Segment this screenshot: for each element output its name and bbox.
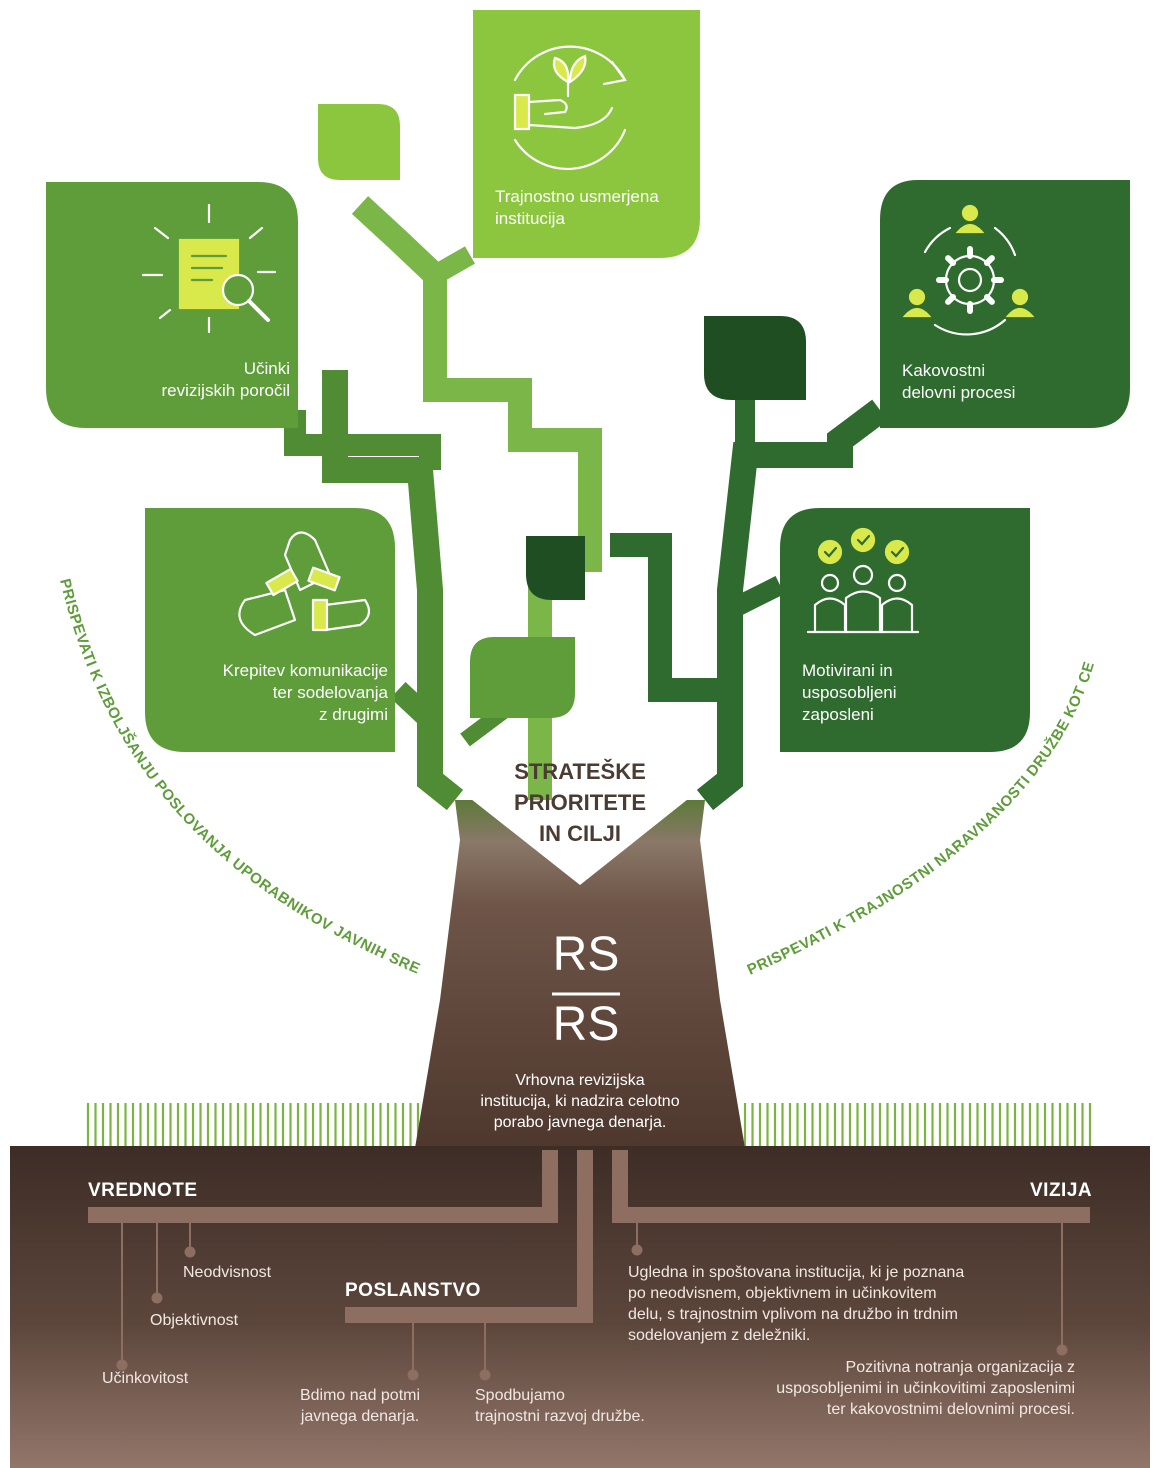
- vision-line: Ugledna in spoštovana institucija, ki je…: [628, 1264, 965, 1281]
- logo-top: RS: [552, 928, 620, 981]
- center-title-line: STRATEŠKE: [514, 759, 646, 784]
- gear-tooth: [945, 255, 957, 267]
- leaf-top-line: Trajnostno usmerjena: [495, 187, 659, 206]
- gear-tooth: [945, 293, 957, 305]
- institution-line: institucija, ki nadzira celotno: [480, 1093, 680, 1110]
- leaf-lower-left-label: Krepitev komunikacije ter sodelovanja z …: [168, 660, 388, 726]
- branches: [284, 196, 888, 811]
- leaf-top: [473, 10, 700, 258]
- center-title-line: PRIORITETE: [513, 790, 646, 815]
- team-checkmark-icon: [806, 527, 920, 634]
- mission-item: Bdimo nad potmi javnega denarja.: [285, 1385, 435, 1427]
- value-item: Neodvisnost: [183, 1264, 272, 1281]
- vision-item: Ugledna in spoštovana institucija, ki je…: [628, 1262, 1008, 1346]
- center-title: STRATEŠKE PRIORITETE IN CILJI: [495, 756, 665, 849]
- leaf-lower-right-line: zaposleni: [802, 705, 874, 724]
- leaf-lower-right: [780, 508, 1030, 752]
- leaf-upper-right: [880, 180, 1130, 428]
- leaf-upper-right-line: delovni procesi: [902, 383, 1016, 402]
- mission-line: Spodbujamo: [475, 1387, 565, 1404]
- vision-line: ter kakovostnimi delovnimi procesi.: [826, 1401, 1075, 1418]
- institution-line: Vrhovna revizijska: [515, 1072, 645, 1089]
- leaf-lower-left-line: ter sodelovanja: [272, 683, 388, 702]
- small-leaf: [318, 104, 400, 180]
- small-leaf: [526, 536, 585, 600]
- vision-line: po neodvisnem, objektivnem in učinkovite…: [628, 1285, 937, 1302]
- leaf-lower-left-line: Krepitev komunikacije: [222, 661, 388, 680]
- document-search-icon: [141, 203, 277, 334]
- gear-tooth: [983, 255, 995, 267]
- logo: RS RS: [536, 924, 636, 1056]
- handshake-icon: [238, 531, 371, 637]
- vrednote-title: VREDNOTE: [88, 1180, 198, 1201]
- small-leaf: [470, 637, 575, 718]
- small-leaf: [704, 316, 806, 400]
- title-notch: [447, 780, 712, 885]
- leaf-lower-right-line: usposobljeni: [802, 683, 897, 702]
- leaf-upper-left-label: Učinki revizijskih poročil: [110, 358, 290, 402]
- tree-trunk: [415, 800, 745, 1148]
- vision-line: delu, s trajnostnim vplivom na družbo in…: [628, 1306, 958, 1323]
- vision-item: Pozitivna notranja organizacija z usposo…: [730, 1357, 1075, 1420]
- roots: [88, 1150, 1090, 1323]
- mission-item: Spodbujamo trajnostni razvoj družbe.: [475, 1385, 675, 1427]
- leaf-upper-left-line: revizijskih poročil: [161, 381, 290, 400]
- mission-line: trajnostni razvoj družbe.: [475, 1408, 645, 1425]
- gear-people-icon: [902, 204, 1035, 336]
- root-connectors: [116, 1223, 1068, 1381]
- value-item: Objektivnost: [150, 1312, 239, 1329]
- plant-hand-icon: [513, 45, 627, 170]
- vision-line: sodelovanjem z deležniki.: [628, 1327, 811, 1344]
- leaf-upper-right-label: Kakovostni delovni procesi: [902, 360, 1102, 404]
- value-item: Učinkovitost: [102, 1370, 189, 1387]
- mission-line: javnega denarja.: [300, 1408, 420, 1425]
- leaf-lower-right-label: Motivirani in usposobljeni zaposleni: [802, 660, 1012, 726]
- leaf-lower-left-line: z drugimi: [319, 705, 388, 724]
- leaf-lower-right-line: Motivirani in: [802, 661, 893, 680]
- vizija-title: VIZIJA: [1030, 1180, 1093, 1201]
- leaf-top-label: Trajnostno usmerjena institucija: [495, 186, 695, 230]
- center-title-line: IN CILJI: [539, 821, 621, 846]
- leaf-top-line: institucija: [495, 209, 565, 228]
- vision-line: usposobljenimi in učinkovitimi zaposleni…: [776, 1380, 1075, 1397]
- leaf-upper-left-line: Učinki: [243, 359, 290, 378]
- vision-line: Pozitivna notranja organizacija z: [845, 1359, 1075, 1376]
- gear-tooth: [983, 293, 995, 305]
- poslanstvo-title: POSLANSTVO: [345, 1280, 481, 1301]
- grass-icon: [86, 1103, 1092, 1146]
- institution-description: Vrhovna revizijska institucija, ki nadzi…: [455, 1070, 705, 1133]
- institution-line: porabo javnega denarja.: [493, 1114, 667, 1131]
- leaf-upper-right-line: Kakovostni: [902, 361, 986, 380]
- mission-line: Bdimo nad potmi: [299, 1387, 421, 1404]
- logo-bottom: RS: [552, 998, 620, 1051]
